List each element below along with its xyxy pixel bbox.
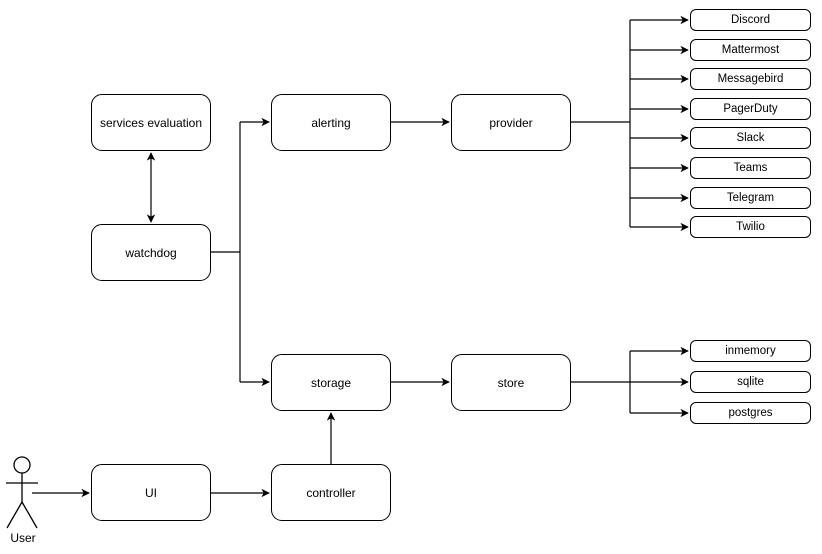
node-store-label: store: [497, 375, 525, 390]
node-store[interactable]: store: [451, 354, 571, 411]
node-controller[interactable]: controller: [271, 464, 391, 521]
node-services-evaluation-label: services evaluation: [99, 115, 203, 130]
node-provider-messagebird-label: Messagebird: [717, 72, 784, 85]
node-provider-teams[interactable]: Teams: [690, 157, 811, 179]
node-provider-twilio[interactable]: Twilio: [690, 216, 811, 238]
node-provider[interactable]: provider: [451, 94, 571, 151]
node-storage[interactable]: storage: [271, 354, 391, 411]
node-store-sqlite-label: sqlite: [737, 375, 764, 388]
node-store-inmemory[interactable]: inmemory: [690, 340, 811, 362]
node-provider-discord[interactable]: Discord: [690, 9, 811, 31]
stick-figure-actor-icon: [6, 456, 38, 529]
node-provider-label: provider: [489, 115, 533, 130]
node-alerting-label: alerting: [311, 115, 351, 130]
node-alerting[interactable]: alerting: [271, 94, 391, 151]
node-services-evaluation[interactable]: services evaluation: [91, 94, 211, 151]
node-ui-label: UI: [145, 485, 157, 500]
node-provider-telegram-label: Telegram: [726, 191, 775, 204]
node-store-postgres-label: postgres: [728, 406, 773, 419]
node-provider-teams-label: Teams: [733, 161, 768, 174]
node-provider-mattermost[interactable]: Mattermost: [690, 39, 811, 61]
node-ui[interactable]: UI: [91, 464, 211, 521]
actor-user-label: User: [10, 531, 36, 545]
node-provider-slack[interactable]: Slack: [690, 127, 811, 149]
node-provider-telegram[interactable]: Telegram: [690, 187, 811, 209]
node-provider-messagebird[interactable]: Messagebird: [690, 68, 811, 90]
node-store-postgres[interactable]: postgres: [690, 402, 811, 424]
node-watchdog-label: watchdog: [125, 245, 177, 260]
node-provider-discord-label: Discord: [731, 13, 770, 26]
node-watchdog[interactable]: watchdog: [91, 224, 211, 281]
node-controller-label: controller: [306, 485, 356, 500]
node-provider-pagerduty[interactable]: PagerDuty: [690, 98, 811, 120]
node-store-inmemory-label: inmemory: [725, 344, 776, 357]
node-provider-slack-label: Slack: [736, 131, 765, 144]
node-provider-pagerduty-label: PagerDuty: [723, 102, 778, 115]
node-storage-label: storage: [310, 375, 352, 390]
node-provider-twilio-label: Twilio: [736, 220, 765, 233]
node-provider-mattermost-label: Mattermost: [721, 43, 780, 56]
node-store-sqlite[interactable]: sqlite: [690, 371, 811, 393]
